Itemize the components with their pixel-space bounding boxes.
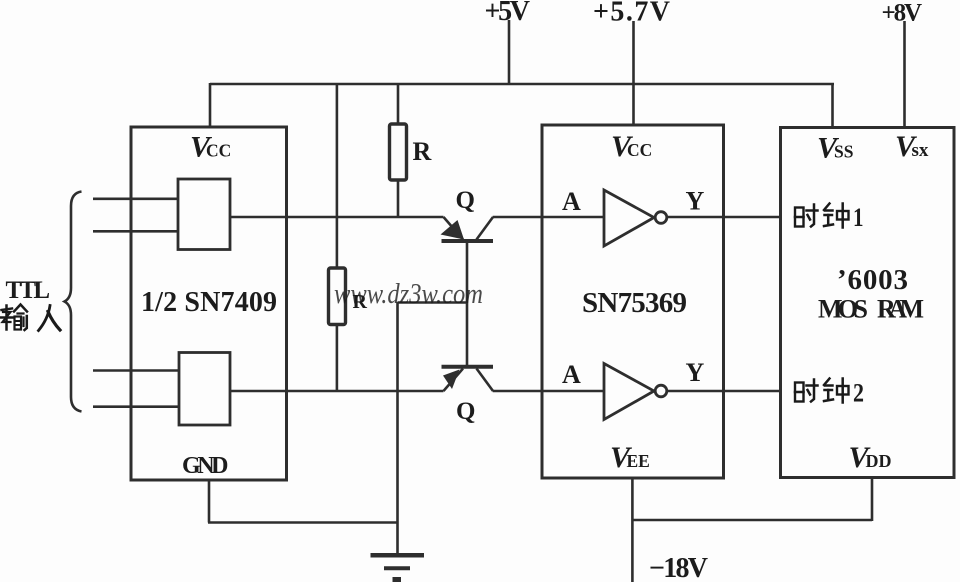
svg-text:CC: CC: [206, 141, 231, 161]
svg-text:Q: Q: [456, 398, 475, 425]
svg-text:SS: SS: [834, 142, 853, 162]
svg-text:V: V: [610, 441, 633, 474]
svg-text:sx: sx: [912, 140, 929, 161]
svg-text:V: V: [611, 130, 634, 163]
svg-text:A: A: [562, 187, 581, 216]
svg-text:1: 1: [853, 203, 864, 232]
svg-text:V: V: [817, 132, 840, 165]
svg-text:A: A: [562, 360, 581, 389]
svg-text:www.dz3w.com: www.dz3w.com: [334, 279, 483, 310]
svg-text:R: R: [413, 137, 432, 166]
svg-text:V: V: [190, 131, 213, 164]
svg-text:CC: CC: [627, 140, 652, 160]
svg-text:EE: EE: [627, 451, 650, 471]
svg-text:RAM: RAM: [877, 295, 924, 324]
svg-text:TTL: TTL: [6, 277, 51, 304]
svg-text:−18V: −18V: [649, 553, 708, 582]
svg-text:’6003: ’6003: [837, 264, 908, 296]
svg-text:2: 2: [853, 379, 864, 408]
svg-text:Y: Y: [686, 358, 705, 387]
svg-text:DD: DD: [866, 451, 892, 471]
svg-text:MOS: MOS: [818, 295, 868, 324]
svg-text:Q: Q: [456, 187, 475, 214]
svg-text:1/2 SN7409: 1/2 SN7409: [141, 287, 277, 318]
svg-text:+5.7V: +5.7V: [593, 0, 670, 28]
svg-text:+5V: +5V: [485, 0, 531, 27]
svg-text:V: V: [849, 441, 872, 474]
svg-text:Y: Y: [686, 187, 705, 216]
svg-text:R: R: [353, 291, 368, 313]
svg-text:GND: GND: [182, 453, 229, 479]
svg-text:SN75369: SN75369: [582, 287, 687, 319]
svg-text:V: V: [895, 130, 918, 163]
svg-text:+8V: +8V: [882, 0, 923, 27]
